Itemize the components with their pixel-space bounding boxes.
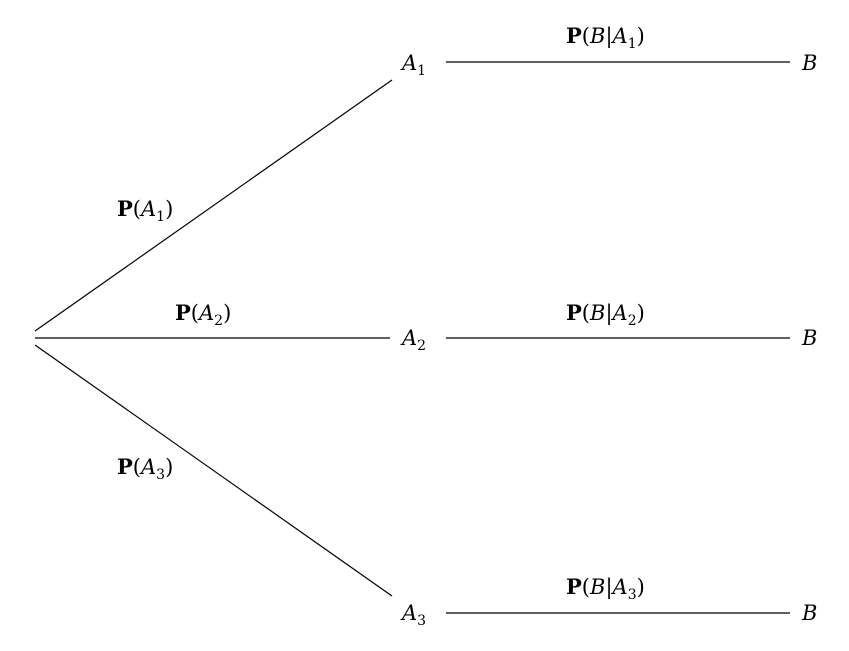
node-a3: A3: [400, 601, 426, 629]
leaf-b3: B: [801, 601, 817, 625]
leaf-b2: B: [801, 326, 817, 350]
node-a2: A2: [400, 326, 426, 354]
edge-label-p-b-given-a2: P(B|A2): [566, 300, 645, 329]
node-a1: A1: [400, 51, 426, 79]
edge-label-p-a1: P(A1): [117, 196, 173, 225]
edge-label-p-a3: P(A3): [117, 454, 173, 483]
leaf-b1: B: [801, 51, 817, 75]
edge-label-p-b-given-a1: P(B|A1): [566, 23, 645, 52]
edge-label-p-a2: P(A2): [175, 300, 231, 329]
edge-label-p-b-given-a3: P(B|A3): [566, 574, 645, 603]
edge-root-a1: [34, 79, 393, 332]
edge-root-a3: [34, 344, 393, 597]
